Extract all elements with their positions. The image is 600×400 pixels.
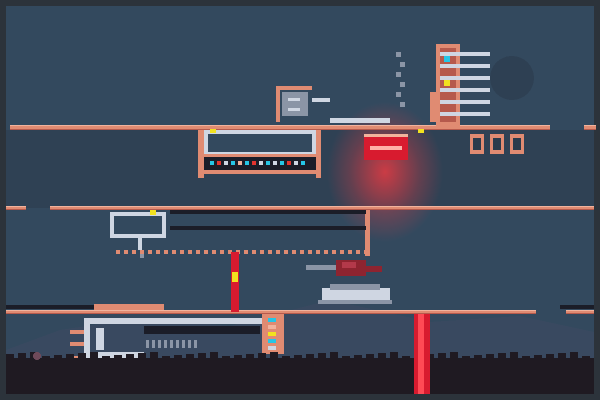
middle-platform-left-stub [6,206,26,210]
laser-beam-icon [414,314,430,394]
lower-platform [6,310,536,314]
machine-console [204,129,424,174]
laser-emitter [231,252,239,312]
ground [6,352,594,394]
upper-platform [10,125,550,130]
middle-platform [50,206,594,210]
moon-shape [490,56,534,100]
monitor-rig [110,210,368,258]
ground-flower [33,352,41,360]
lower-platform-right-stub [566,310,594,314]
vent-blocks [470,134,524,154]
turret-icon[interactable] [306,260,392,304]
upper-platform-right-stub [584,125,596,130]
pipe-platforms [6,125,596,314]
alarm-light-icon [364,134,408,160]
rooftop-structures [276,44,490,126]
